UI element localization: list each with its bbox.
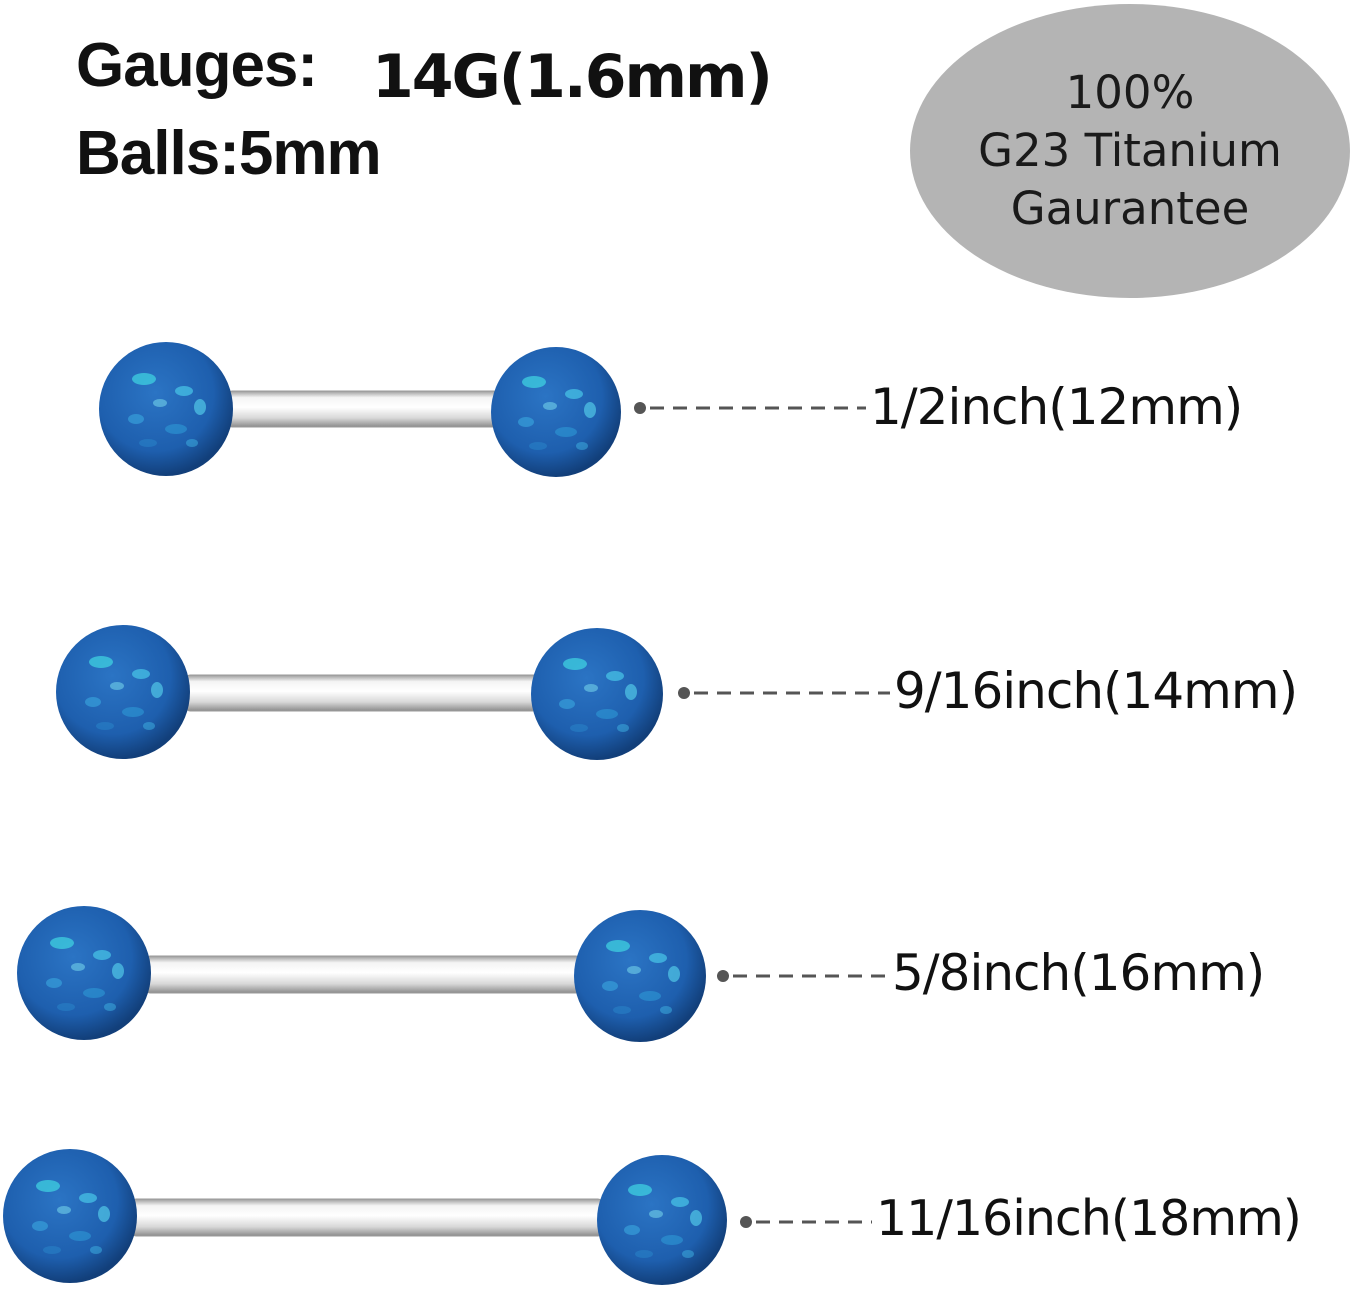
- barbell-14mm: [56, 625, 663, 760]
- gauges-value: 14G(1.6mm): [372, 42, 773, 112]
- badge-line-3: Gaurantee: [1010, 182, 1250, 235]
- size-label-18mm: 11/16inch(18mm): [876, 1190, 1302, 1247]
- size-label-14mm: 9/16inch(14mm): [894, 662, 1298, 720]
- size-label-16mm: 5/8inch(16mm): [892, 944, 1265, 1002]
- leader-line-14mm: [678, 687, 890, 699]
- leader-line-18mm: [740, 1216, 872, 1228]
- balls-label: Balls:5mm: [76, 119, 382, 188]
- badge-line-2: G23 Titanium: [978, 124, 1282, 177]
- barbell-16mm: [17, 906, 706, 1042]
- leader-line-16mm: [717, 970, 890, 982]
- barbell-18mm: [3, 1149, 727, 1285]
- badge-line-1: 100%: [1065, 66, 1195, 119]
- size-label-12mm: 1/2inch(12mm): [870, 378, 1243, 436]
- barbell-12mm: [99, 342, 621, 477]
- gauges-label: Gauges:: [76, 31, 318, 100]
- leader-line-12mm: [634, 402, 866, 414]
- titanium-badge: 100% G23 Titanium Gaurantee: [910, 4, 1350, 298]
